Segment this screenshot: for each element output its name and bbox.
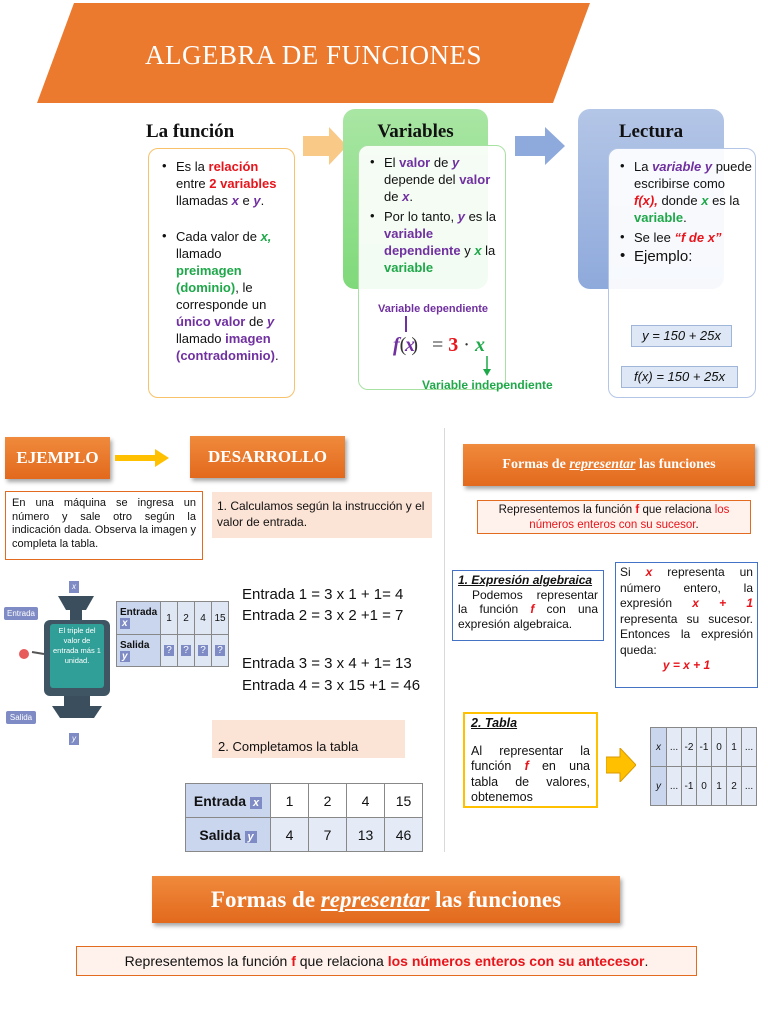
table-cell: 1	[711, 766, 727, 806]
table-cell: 0	[711, 727, 727, 767]
example-equation-1: y = 150 + 25x	[631, 325, 732, 347]
table-cell: ?	[211, 634, 229, 667]
vertical-divider	[444, 428, 445, 852]
table-row: Entrada x 1 2 4 15	[116, 601, 229, 635]
table-cell: ...	[741, 766, 757, 806]
lectura-title: Lectura	[618, 121, 684, 142]
table-cell: 15	[384, 783, 423, 818]
table-cell: 1	[726, 727, 742, 767]
salida-tag: Salida	[6, 711, 36, 724]
dependent-variable-label: Variable dependiente	[378, 303, 489, 315]
tabla-title: 2. Tabla	[471, 716, 518, 730]
table-cell: 7	[308, 817, 347, 852]
variables-bullet-1: El valor de y depende del valor de x.	[370, 153, 500, 205]
table-header-cell: Entrada x	[116, 601, 161, 635]
input-x-tag: x	[69, 581, 79, 593]
expression-result: y = x + 1	[662, 658, 711, 672]
arrow-right-icon	[303, 127, 347, 165]
table-cell: 4	[346, 783, 385, 818]
table-cell: ...	[666, 727, 682, 767]
expresion-box: 1. Expresión algebraica Podemos represen…	[452, 570, 604, 641]
desarrollo-tab: DESARROLLO	[190, 436, 345, 478]
arrow-right-icon	[515, 127, 565, 165]
tabla-text: Al representar la función f en una tabla…	[471, 743, 590, 805]
funcion-bullet-2: Cada valor de x, llamado preimagen (domi…	[162, 227, 290, 364]
table-cell: -1	[681, 766, 697, 806]
table-cell: 2	[726, 766, 742, 806]
machine-screen-text: El triple del valor de entrada más 1 uni…	[53, 626, 101, 665]
formas-right-tab: Formas de representar las funciones	[463, 444, 755, 486]
table-cell: 46	[384, 817, 423, 852]
formas-bottom-tab: Formas de representar las funciones	[152, 876, 620, 923]
table-cell: ...	[666, 766, 682, 806]
tabla-box: 2. Tabla Al representar la función f en …	[463, 712, 598, 808]
example-equation-2: f(x) = 150 + 25x	[621, 366, 738, 388]
page-title: ALGEBRA DE FUNCIONES	[144, 40, 483, 70]
machine-body-icon	[19, 596, 110, 718]
table-cell: 15	[211, 601, 229, 635]
arrow-right-icon	[115, 449, 169, 467]
table-header-cell: Entrada x	[185, 783, 271, 818]
table-cell: ...	[741, 727, 757, 767]
expresion-title: 1. Expresión algebraica	[458, 573, 593, 587]
output-y-tag: y	[69, 733, 79, 745]
sucesor-table: x ... -2 -1 0 1 ... y ... -1 0 1 2 ...	[650, 727, 757, 806]
formas-bottom-intro: Representemos la función f que relaciona…	[76, 946, 697, 976]
lectura-bullet-3: Ejemplo:	[620, 247, 752, 265]
arrow-down-icon	[483, 356, 491, 376]
header-banner: ALGEBRA DE FUNCIONES	[37, 3, 590, 103]
calc-line-3: Entrada 3 = 3 x 4 + 1= 13	[242, 655, 412, 672]
lectura-bullet-2: Se lee “f de x”	[620, 228, 752, 246]
funcion-bullet-1: Es la relación entre 2 variables llamada…	[162, 157, 290, 209]
step-2-box: 2. Completamos la tabla	[212, 720, 405, 758]
table-row: Entrada x 1 2 4 15	[185, 783, 423, 818]
table-cell: -2	[681, 727, 697, 767]
table-cell: 1	[160, 601, 178, 635]
variables-list: El valor de y depende del valor de x. Po…	[370, 153, 500, 276]
table-header-cell: y	[650, 766, 667, 806]
expresion-explanation: Si x representa un número entero, la exp…	[615, 562, 758, 688]
machine-illustration: Entrada Salida x y El triple del valor d…	[0, 578, 112, 748]
independent-variable-label: Variable independiente	[422, 378, 553, 392]
function-formula: f( )x = 3 · x	[393, 334, 485, 356]
step-1-box: 1. Calculamos según la instrucción y el …	[212, 492, 432, 538]
funcion-title: La función	[146, 121, 235, 142]
table-cell: 2	[308, 783, 347, 818]
table-cell: 4	[194, 601, 212, 635]
calc-line-1: Entrada 1 = 3 x 1 + 1= 4	[242, 586, 404, 603]
table-cell: ?	[194, 634, 212, 667]
arrow-right-icon	[606, 748, 636, 782]
table-row: y ... -1 0 1 2 ...	[650, 766, 757, 806]
ejemplo-tab: EJEMPLO	[5, 437, 110, 479]
variables-bullet-2: Por lo tanto, y es la variable dependien…	[370, 207, 500, 276]
funcion-box	[148, 148, 295, 398]
table-header-cell: Salida y	[116, 634, 161, 667]
table-cell: 0	[696, 766, 712, 806]
lectura-list: La variable y puede escribirse como f(x)…	[620, 157, 752, 265]
table-cell: ?	[160, 634, 178, 667]
table-cell: 2	[177, 601, 195, 635]
table-cell: ?	[177, 634, 195, 667]
calc-line-2: Entrada 2 = 3 x 2 +1 = 7	[242, 607, 404, 624]
table-row: Salida y 4 7 13 46	[185, 817, 423, 852]
table-cell: 1	[270, 783, 309, 818]
table-cell: 13	[346, 817, 385, 852]
variables-title: Variables	[377, 121, 454, 142]
lectura-bullet-1: La variable y puede escribirse como f(x)…	[620, 157, 752, 226]
calc-line-4: Entrada 4 = 3 x 15 +1 = 46	[242, 677, 421, 694]
expresion-text: Podemos representar la función f con una…	[458, 587, 598, 631]
ejemplo-text-box: En una máquina se ingresa un número y sa…	[5, 491, 203, 560]
table-header-cell: x	[650, 727, 667, 767]
table-row: Salida y ? ? ? ?	[116, 634, 229, 667]
funcion-list: Es la relación entre 2 variables llamada…	[162, 157, 290, 364]
formas-right-intro: Representemos la función f que relaciona…	[477, 500, 751, 534]
table-cell: 4	[270, 817, 309, 852]
result-table: Entrada x 1 2 4 15 Salida y 4 7 13 46	[185, 783, 423, 852]
table-row: x ... -2 -1 0 1 ...	[650, 727, 757, 767]
table-header-cell: Salida y	[185, 817, 271, 852]
entrada-tag: Entrada	[4, 607, 38, 620]
dependent-line	[405, 316, 407, 332]
table-cell: -1	[696, 727, 712, 767]
question-table: Entrada x 1 2 4 15 Salida y ? ? ? ?	[116, 601, 229, 667]
